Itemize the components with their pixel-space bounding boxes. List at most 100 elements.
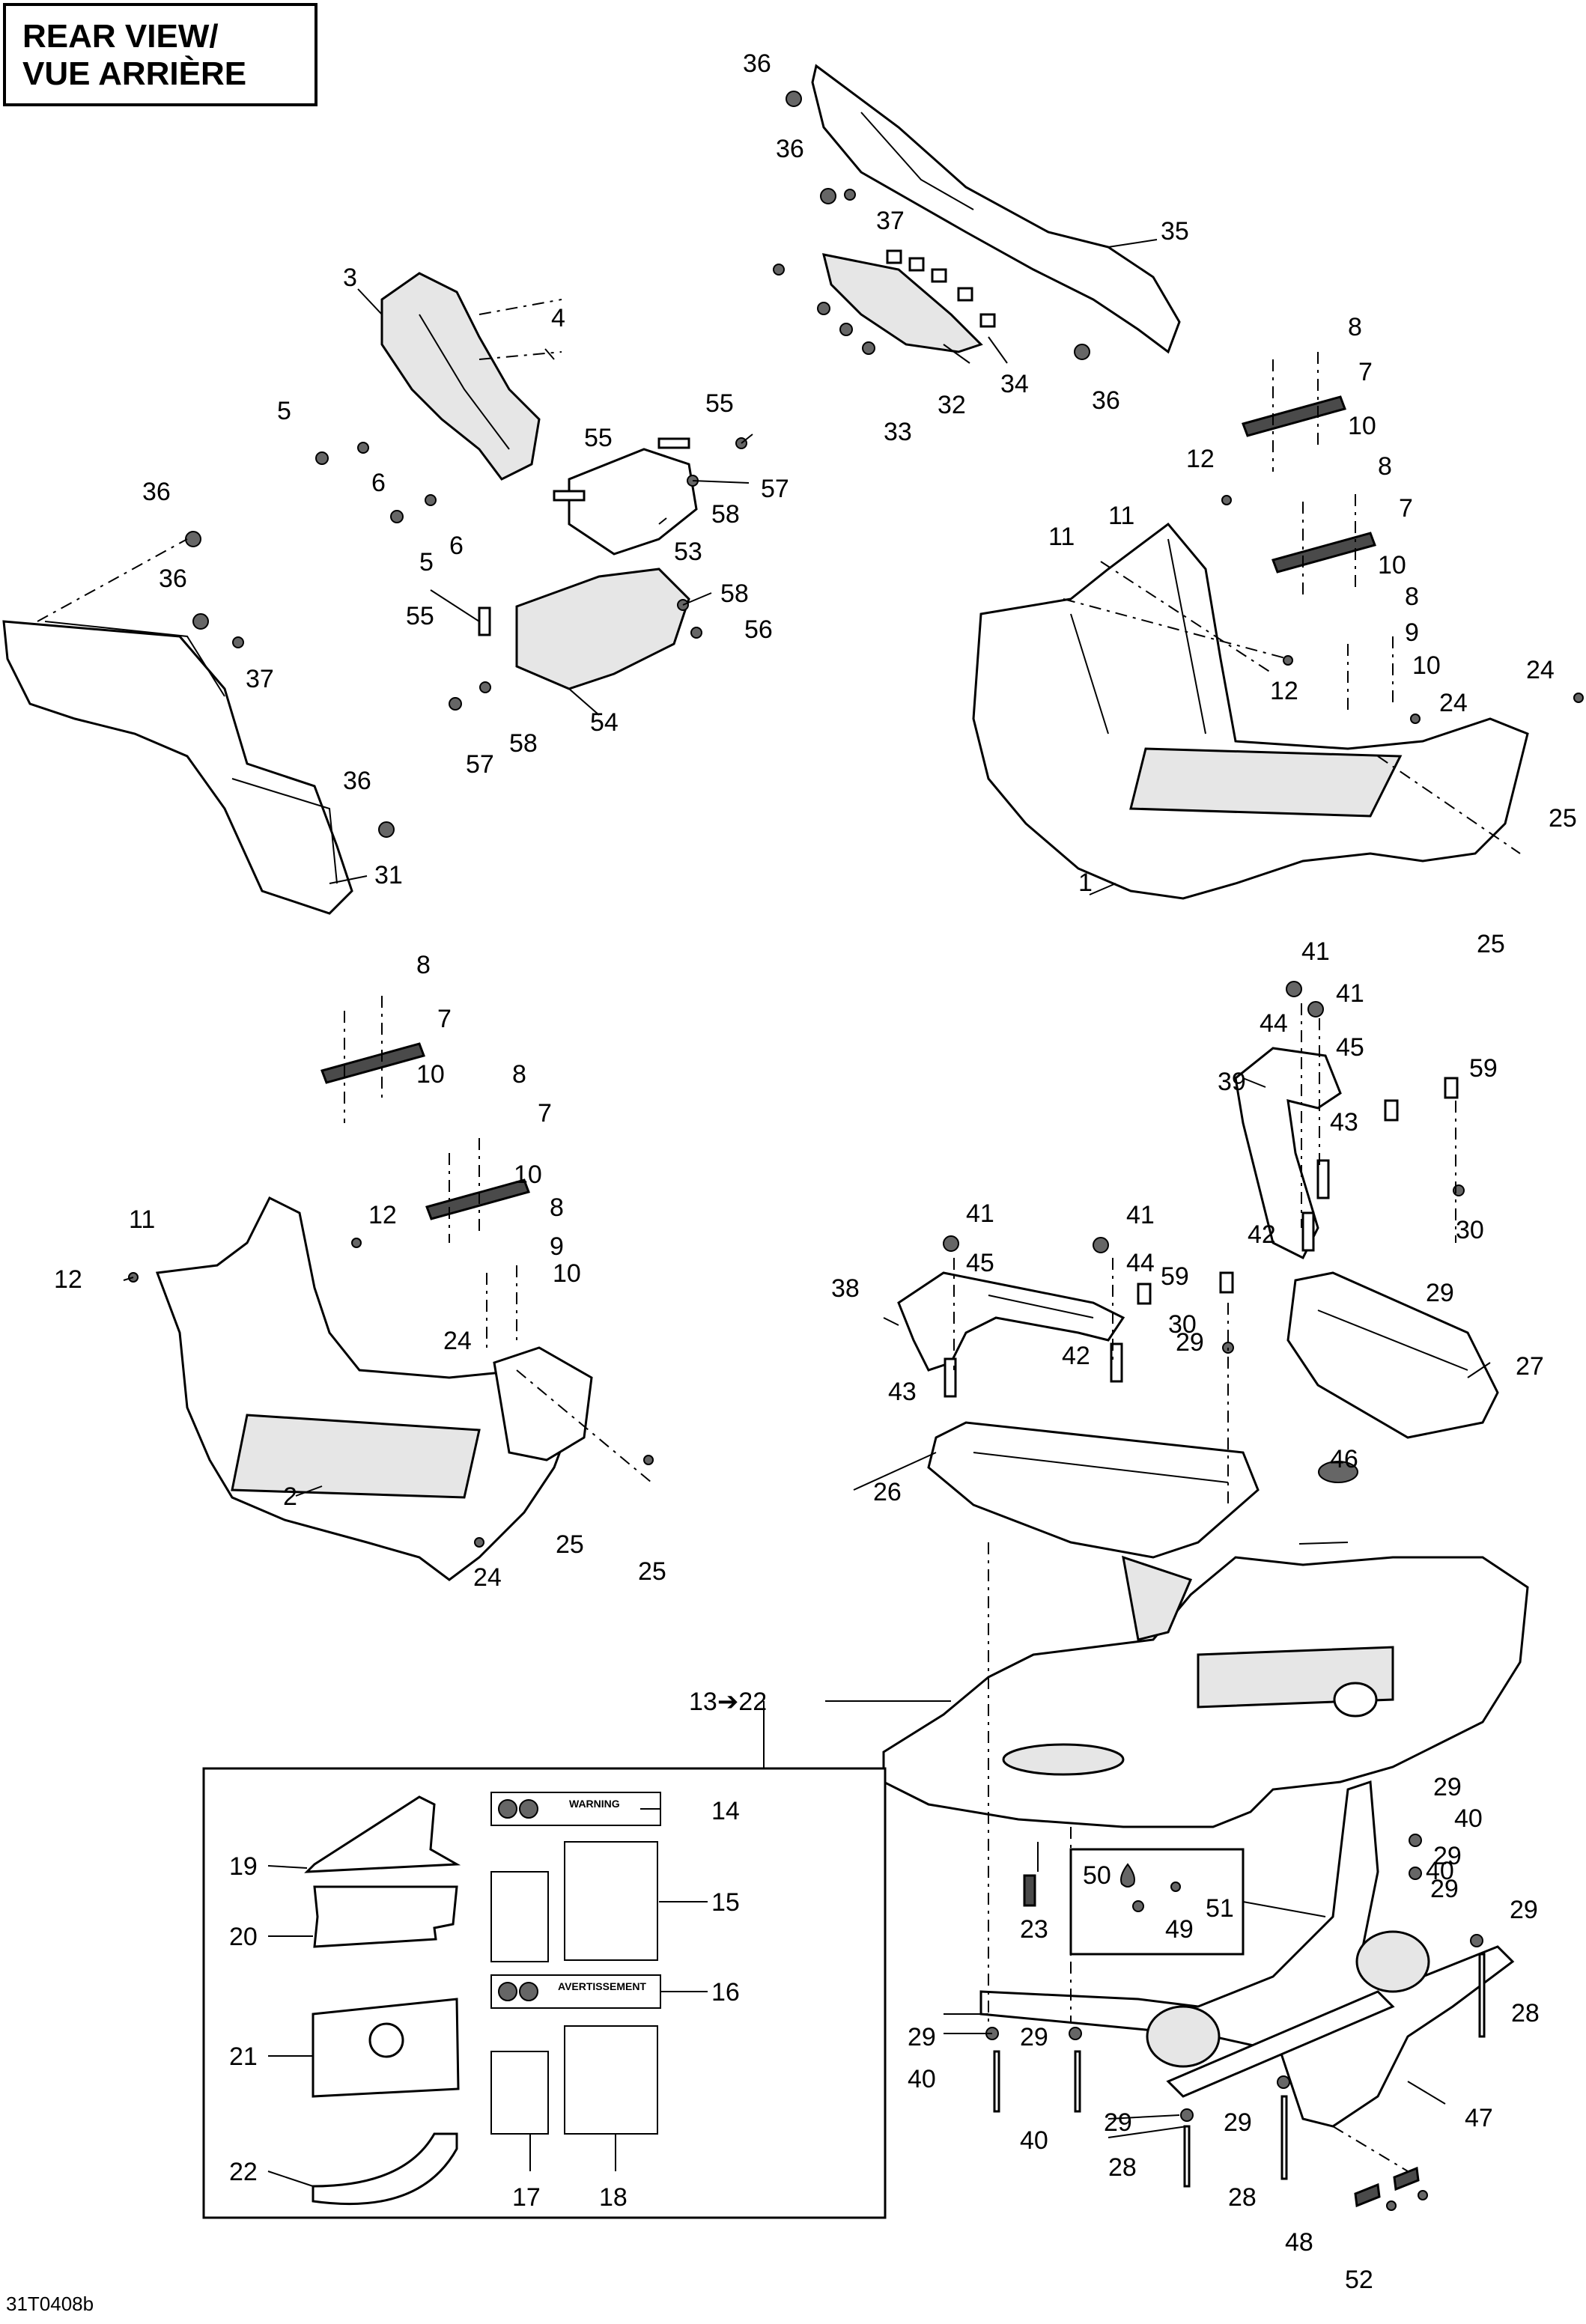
callout-49: 49 bbox=[1165, 1915, 1194, 1944]
callout-10f: 10 bbox=[553, 1259, 581, 1288]
callout-29a: 29 bbox=[1426, 1279, 1454, 1307]
callout-7a: 7 bbox=[1358, 358, 1373, 386]
callout-13-22: 13➔22 bbox=[689, 1688, 767, 1716]
callout-16: 16 bbox=[711, 1978, 740, 2007]
callout-12c: 12 bbox=[54, 1265, 82, 1294]
callout-5a: 5 bbox=[277, 397, 291, 425]
callout-33: 33 bbox=[884, 418, 912, 446]
decal-18 bbox=[564, 2025, 658, 2135]
decal-16-text: AVERTISSEMENT bbox=[558, 1980, 646, 1992]
callout-44b: 44 bbox=[1126, 1249, 1155, 1277]
callout-40b: 40 bbox=[1020, 2126, 1048, 2155]
callout-8d: 8 bbox=[416, 951, 431, 979]
callout-11c: 11 bbox=[129, 1205, 155, 1234]
callout-58a: 58 bbox=[711, 500, 740, 529]
callout-29c: 29 bbox=[908, 2023, 936, 2051]
callout-40a: 40 bbox=[908, 2065, 936, 2093]
callout-43a: 43 bbox=[888, 1378, 917, 1406]
callout-58c: 58 bbox=[509, 729, 538, 758]
callout-10c: 10 bbox=[1412, 651, 1441, 680]
callout-29d: 29 bbox=[1020, 2023, 1048, 2051]
callout-14: 14 bbox=[711, 1797, 740, 1825]
callout-1: 1 bbox=[1078, 869, 1093, 897]
callout-5b: 5 bbox=[419, 548, 434, 577]
callout-40d: 40 bbox=[1426, 1857, 1454, 1885]
callout-43b: 43 bbox=[1330, 1108, 1358, 1137]
callout-35: 35 bbox=[1161, 217, 1189, 246]
part-35-fender-cover bbox=[811, 64, 1181, 354]
callout-36f: 36 bbox=[343, 767, 371, 795]
callout-12b: 12 bbox=[1270, 677, 1298, 705]
callout-25d: 25 bbox=[638, 1557, 666, 1586]
callout-53: 53 bbox=[674, 538, 702, 566]
part-54-heat-shield bbox=[515, 568, 690, 690]
decal-15 bbox=[490, 1841, 658, 1962]
callout-54: 54 bbox=[590, 708, 619, 737]
callout-3: 3 bbox=[343, 264, 357, 292]
callout-4: 4 bbox=[551, 304, 565, 332]
callout-2: 2 bbox=[283, 1482, 297, 1511]
leader-lines bbox=[123, 239, 1491, 2187]
callout-30b: 30 bbox=[1168, 1310, 1197, 1339]
decal-17 bbox=[490, 2051, 549, 2135]
callout-24c: 24 bbox=[443, 1327, 472, 1355]
callout-18: 18 bbox=[599, 2183, 628, 2212]
callout-8b: 8 bbox=[1378, 452, 1392, 481]
callout-7d: 7 bbox=[538, 1099, 552, 1128]
callout-55b: 55 bbox=[584, 424, 613, 452]
callout-9a: 9 bbox=[1405, 618, 1419, 647]
callout-28c: 28 bbox=[1228, 2183, 1257, 2212]
callout-36a: 36 bbox=[743, 49, 771, 78]
callout-38: 38 bbox=[831, 1274, 860, 1303]
callout-37a: 37 bbox=[876, 207, 905, 235]
callout-25b: 25 bbox=[1477, 930, 1505, 958]
callout-46: 46 bbox=[1330, 1445, 1358, 1473]
part-23-plug bbox=[1023, 1842, 1039, 1907]
callout-59a: 59 bbox=[1469, 1054, 1498, 1083]
callout-11a: 11 bbox=[1048, 523, 1075, 551]
callout-19: 19 bbox=[229, 1852, 258, 1881]
callout-36d: 36 bbox=[142, 478, 171, 506]
callout-57b: 57 bbox=[466, 750, 494, 779]
callout-25a: 25 bbox=[1549, 804, 1577, 833]
decal-14-warning: WARNING bbox=[490, 1792, 661, 1826]
callout-58b: 58 bbox=[720, 580, 749, 608]
callout-21: 21 bbox=[229, 2042, 258, 2071]
callout-34: 34 bbox=[1000, 370, 1029, 398]
callout-10a: 10 bbox=[1348, 412, 1376, 440]
decal-16-avertissement: AVERTISSEMENT bbox=[490, 1974, 661, 2009]
callout-50: 50 bbox=[1083, 1861, 1111, 1890]
parts-7-8-10-footpegs-top bbox=[1242, 352, 1394, 711]
callout-48: 48 bbox=[1285, 2228, 1313, 2257]
callout-29e: 29 bbox=[1104, 2108, 1132, 2137]
callout-6b: 6 bbox=[449, 532, 464, 560]
callout-29g: 29 bbox=[1433, 1773, 1462, 1801]
callout-45a: 45 bbox=[1336, 1033, 1364, 1062]
decal-14-text: WARNING bbox=[569, 1798, 620, 1810]
callout-8c: 8 bbox=[1405, 582, 1419, 611]
callout-20: 20 bbox=[229, 1923, 258, 1951]
callout-36e: 36 bbox=[159, 565, 187, 593]
callout-41a: 41 bbox=[1301, 937, 1330, 966]
reference-code: 31T0408b bbox=[6, 2293, 94, 2315]
callout-41c: 41 bbox=[966, 1199, 994, 1228]
callout-11b: 11 bbox=[1108, 502, 1134, 530]
hardware-36-37-grommets-top bbox=[786, 91, 1090, 360]
callout-24b: 24 bbox=[1439, 689, 1468, 717]
callout-47: 47 bbox=[1465, 2104, 1493, 2132]
callout-22: 22 bbox=[229, 2158, 258, 2186]
callout-6a: 6 bbox=[371, 469, 386, 497]
title-box: REAR VIEW/ VUE ARRIÈRE bbox=[3, 3, 317, 106]
callout-7c: 7 bbox=[437, 1005, 452, 1033]
callout-24a: 24 bbox=[1526, 656, 1555, 684]
callout-27: 27 bbox=[1516, 1352, 1544, 1381]
callout-8e: 8 bbox=[512, 1060, 526, 1089]
callout-29b: 29 bbox=[1176, 1328, 1204, 1357]
callout-55a: 55 bbox=[705, 389, 734, 418]
part-47-frame bbox=[979, 1780, 1515, 2128]
callout-40c: 40 bbox=[1454, 1804, 1483, 1833]
callout-10e: 10 bbox=[514, 1161, 542, 1189]
callout-28b: 28 bbox=[1108, 2153, 1137, 2182]
callout-30a: 30 bbox=[1456, 1216, 1484, 1244]
